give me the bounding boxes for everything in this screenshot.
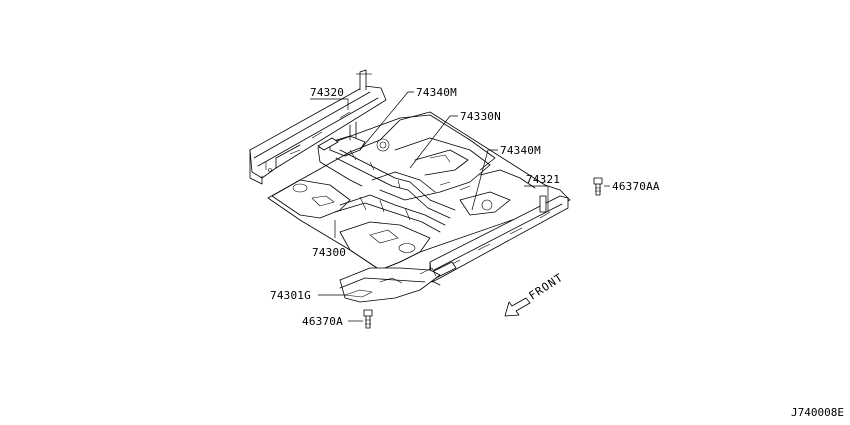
left-sill-member[interactable] [249,69,387,185]
front-floor-extension[interactable] [339,267,441,303]
part-label-46370a[interactable]: 46370A [302,315,343,328]
part-label-74320[interactable]: 74320 [310,86,344,99]
front-arrow-icon [504,297,531,317]
front-label: FRONT [527,271,566,303]
part-labels: 74320 74340M 74330N 74340M 74321 46370AA… [270,86,660,328]
part-label-74321[interactable]: 74321 [526,173,560,186]
clip-46370aa[interactable] [593,177,603,196]
main-floor-panel[interactable] [267,111,571,271]
part-label-46370aa[interactable]: 46370AA [612,180,660,193]
part-label-74340m-upper[interactable]: 74340M [416,86,457,99]
part-label-74301g[interactable]: 74301G [270,289,311,302]
part-label-74330n[interactable]: 74330N [460,110,501,123]
rear-cross-member[interactable] [317,137,456,219]
leader-lines [310,91,610,322]
diagram-reference-code: J740008E [791,406,844,419]
part-label-74340m-lower[interactable]: 74340M [500,144,541,157]
front-direction-indicator: FRONT [504,271,566,317]
clip-46370a[interactable] [363,309,373,329]
part-label-74300[interactable]: 74300 [312,246,346,259]
